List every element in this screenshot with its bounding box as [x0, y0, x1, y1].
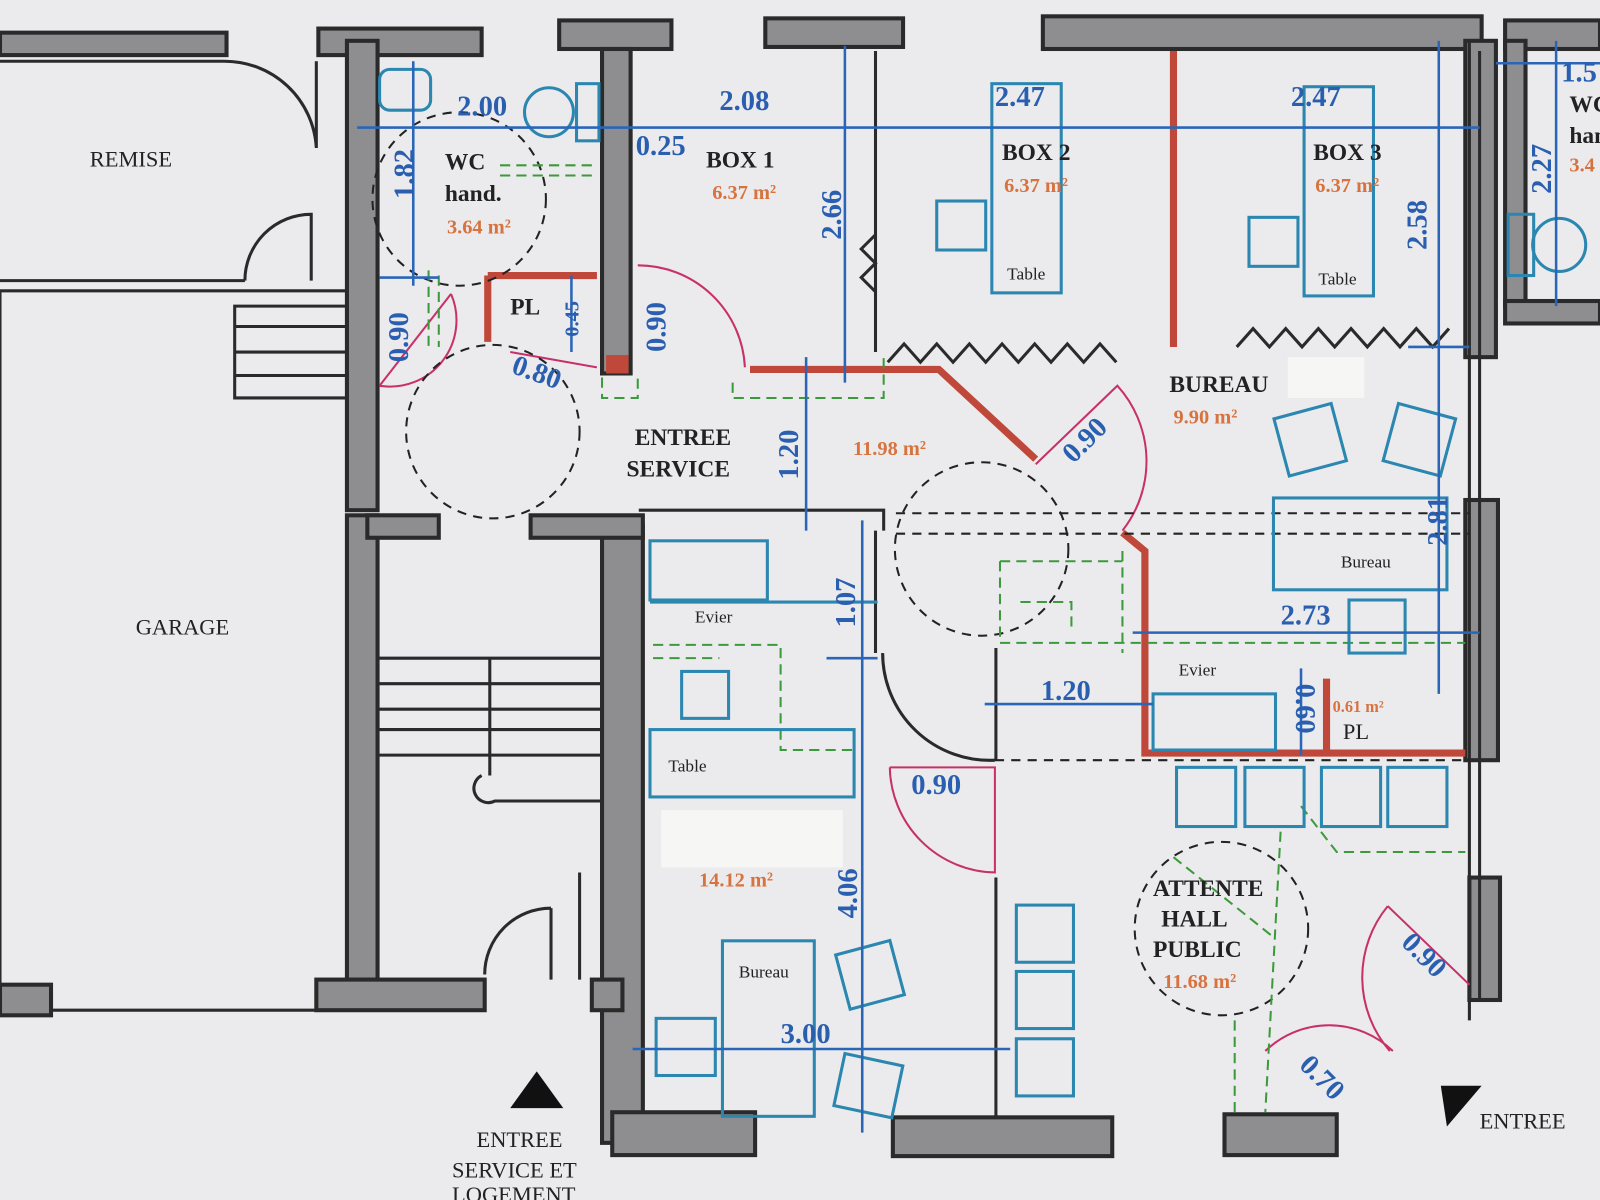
room-area-wc: 3.64 m² — [447, 217, 511, 239]
entrance-arrow-icon — [510, 1071, 564, 1109]
clearance-lines — [427, 164, 1466, 1113]
room-label-box2: BOX 2 — [1002, 140, 1070, 166]
dimension-label: 2.73 — [1281, 600, 1331, 631]
room-label-wc2: WC — [1569, 92, 1600, 118]
furniture-label-table: Table — [668, 756, 707, 775]
room-area-pl2: 0.61 m² — [1333, 697, 1384, 716]
room-label-box3: BOX 3 — [1313, 140, 1381, 166]
turning-circles — [371, 111, 1470, 1017]
room-label-pl2: PL — [1343, 719, 1369, 744]
wall-break-symbol — [859, 233, 878, 293]
dimension-label: 3.00 — [781, 1019, 831, 1050]
room-label-service: SERVICE — [627, 457, 730, 483]
dimension-label: 1.5 — [1561, 58, 1597, 89]
room-area-box3: 6.37 m² — [1315, 175, 1379, 197]
folding-partition — [886, 341, 1118, 365]
dimension-label: 1.20 — [1041, 676, 1091, 707]
partitions — [484, 51, 1466, 757]
room-label-box1: BOX 1 — [706, 147, 774, 173]
dimension-label: 2.08 — [719, 86, 769, 117]
furniture-label-table: Table — [1007, 265, 1046, 284]
dimension-label: 1.07 — [831, 578, 862, 628]
room-label-hall: HALL — [1161, 907, 1227, 933]
room-area-box2: 6.37 m² — [1004, 175, 1068, 197]
paper-label-patch — [1287, 357, 1365, 398]
dimension-label: 2.81 — [1423, 496, 1454, 546]
room-label-public: PUBLIC — [1153, 937, 1242, 963]
dimension-label: 2.27 — [1527, 144, 1558, 194]
furniture-label-bureau: Bureau — [739, 963, 789, 982]
door-swings — [378, 264, 1471, 1052]
dimension-label: 2.00 — [457, 91, 507, 122]
dimension-label: 1.82 — [389, 149, 420, 199]
room-label-remise: REMISE — [90, 146, 172, 171]
room-label-garage: GARAGE — [136, 615, 230, 640]
room-area-office: 14.12 m² — [699, 870, 773, 892]
furniture-label-bureau: Bureau — [1341, 552, 1391, 571]
dimension-label: 0.45 — [562, 301, 584, 337]
dimension-label: 1.20 — [774, 430, 805, 480]
dimension-label: 0.90 — [911, 770, 961, 801]
entrance-label-service: ENTREE — [477, 1127, 563, 1152]
room-label-attente: ATTENTE — [1153, 876, 1263, 902]
dimension-lines — [357, 40, 1600, 1133]
dimension-label: 0.25 — [636, 131, 686, 162]
room-label-wc-hand: hand. — [445, 181, 502, 207]
room-area-wc2: 3.4 — [1569, 154, 1595, 176]
dimension-label: 2.58 — [1403, 200, 1434, 250]
furniture-label-table: Table — [1318, 270, 1357, 289]
paper-label-patch — [661, 810, 843, 868]
dimension-label: 0.60 — [1289, 684, 1320, 734]
entrance-arrow-icon — [1440, 1085, 1482, 1127]
entrance-label-logement: LOGEMENT — [452, 1182, 576, 1200]
room-label-entree: ENTREE — [635, 425, 731, 451]
room-area-bureau: 9.90 m² — [1173, 406, 1237, 428]
room-label-pl: PL — [510, 294, 540, 320]
room-area-box1: 6.37 m² — [712, 182, 776, 204]
dimension-label: 0.90 — [641, 302, 672, 352]
room-area-entree: 11.98 m² — [853, 438, 926, 460]
entrance-label-main: ENTREE — [1480, 1109, 1566, 1134]
dimension-label: 0.90 — [384, 312, 415, 362]
furniture — [378, 67, 1588, 1120]
entrance-label-service-et: SERVICE ET — [452, 1158, 577, 1183]
furniture-label-evier: Evier — [695, 607, 733, 626]
dimension-label: 2.66 — [817, 190, 848, 240]
dimension-label: 2.47 — [1291, 82, 1341, 113]
folding-partition — [1235, 326, 1451, 350]
room-label-wc2-hand: han — [1569, 123, 1600, 149]
room-area-attente: 11.68 m² — [1163, 971, 1236, 993]
furniture-label-evier: Evier — [1179, 661, 1217, 680]
dimension-label: 2.47 — [995, 82, 1045, 113]
room-label-bureau: BUREAU — [1169, 372, 1268, 398]
interior-walls — [0, 40, 1482, 1118]
room-label-wc: WC — [445, 149, 485, 175]
dimension-label: 4.06 — [833, 868, 864, 918]
